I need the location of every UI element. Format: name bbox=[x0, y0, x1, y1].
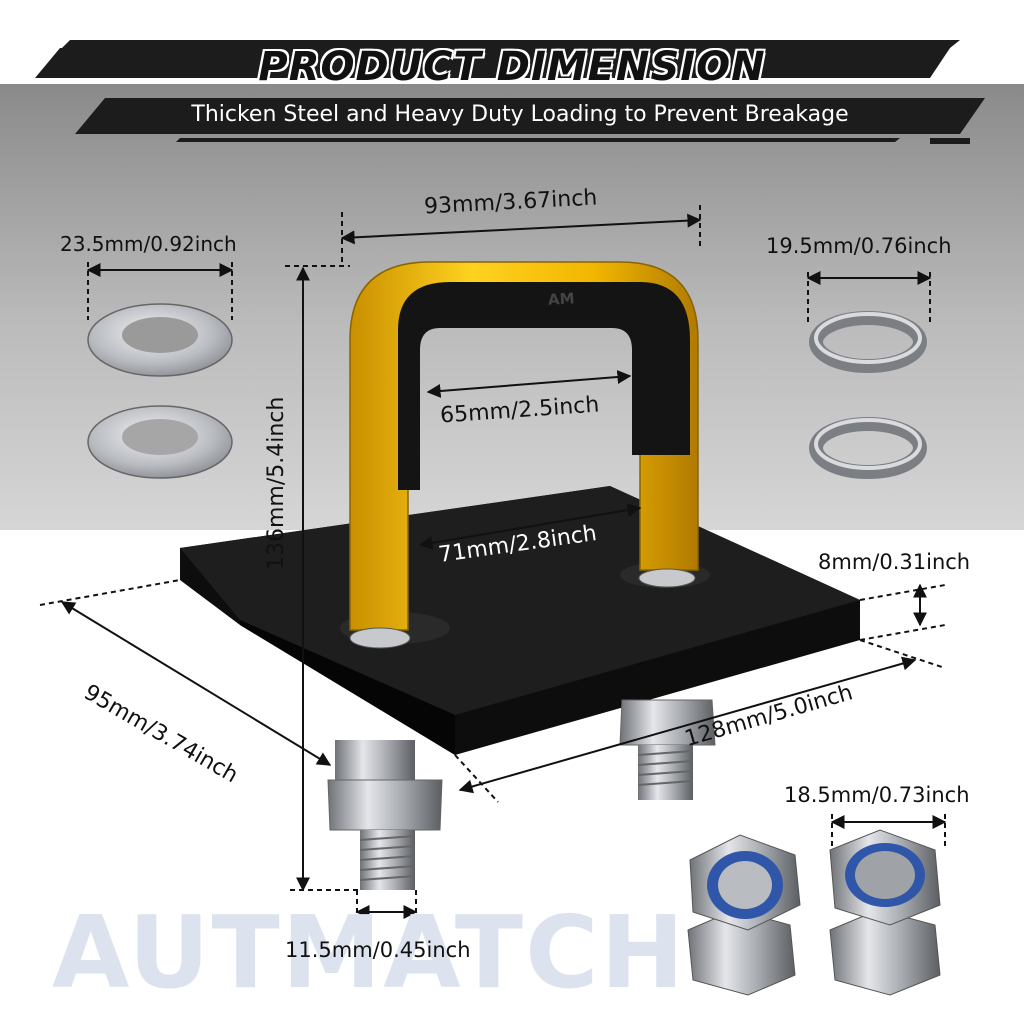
lock-nut-left bbox=[687, 834, 801, 996]
flat-washer-bottom bbox=[87, 405, 233, 479]
u-bolt bbox=[349, 261, 699, 649]
lock-nut-right bbox=[829, 829, 941, 996]
title-stripe-top bbox=[62, 40, 960, 48]
brand-watermark: AUTMATCH bbox=[52, 894, 687, 1011]
bracket-mark: AM bbox=[547, 289, 575, 309]
subtitle-banner bbox=[75, 98, 985, 134]
label-total-height: 136mm/5.4inch bbox=[264, 396, 289, 570]
label-nut-width: 18.5mm/0.73inch bbox=[784, 783, 970, 807]
title-banner bbox=[35, 48, 950, 78]
dimension-lines bbox=[39, 205, 947, 920]
label-lock-washer-diameter: 19.5mm/0.76inch bbox=[766, 234, 952, 258]
page-subtitle: Thicken Steel and Heavy Duty Loading to … bbox=[191, 102, 849, 127]
label-plate-thickness: 8mm/0.31inch bbox=[818, 550, 971, 574]
label-flat-washer-diameter: 23.5mm/0.92inch bbox=[60, 232, 237, 256]
label-bolt-diameter: 11.5mm/0.45inch bbox=[285, 938, 471, 962]
rubber-sleeve bbox=[398, 282, 690, 490]
page-title: PRODUCT DIMENSION bbox=[258, 44, 766, 90]
flat-washer-top bbox=[87, 303, 233, 377]
bolt-left bbox=[327, 740, 443, 890]
